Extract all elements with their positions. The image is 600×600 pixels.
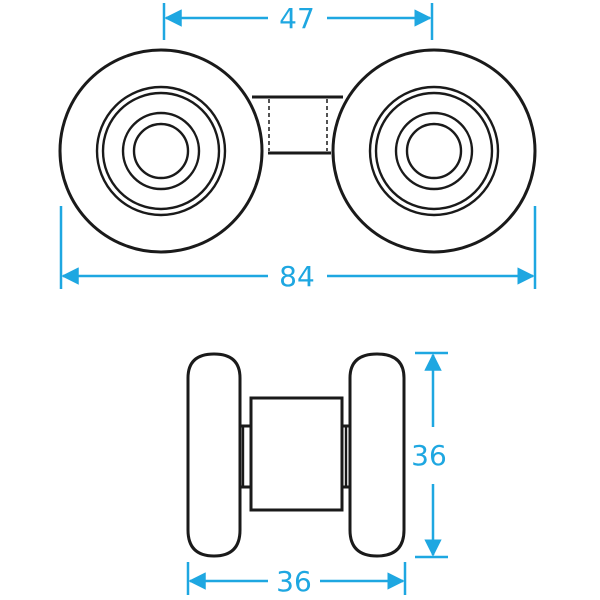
left-wheel-bearing-outer — [95, 85, 227, 217]
dimension-label-47: 47 — [279, 2, 315, 35]
dimension-height: 36 — [411, 351, 448, 559]
left-wheel-profile — [186, 352, 242, 558]
axle-bridge — [252, 95, 343, 155]
left-wheel-bearing-inner — [121, 111, 201, 191]
dimension-width: 36 — [186, 562, 407, 598]
side-view: 36 36 — [186, 351, 448, 598]
dimension-overall-width: 84 — [59, 206, 537, 293]
axle-stubs — [240, 424, 350, 489]
right-wheel-hub-bore — [405, 122, 463, 180]
front-view: 47 84 — [58, 2, 537, 293]
center-spacer — [249, 396, 344, 512]
dimension-label-width-36: 36 — [276, 565, 312, 598]
left-wheel-bearing-ring — [101, 91, 221, 211]
right-wheel — [331, 48, 537, 254]
left-wheel-outer-rim — [58, 48, 264, 254]
right-wheel-bearing-outer — [368, 85, 500, 217]
right-wheel-bearing-inner — [394, 111, 474, 191]
right-wheel-profile — [348, 352, 406, 558]
right-wheel-bearing-ring — [374, 91, 494, 211]
dimension-wheel-spacing: 47 — [162, 2, 434, 40]
dimension-label-84: 84 — [279, 260, 315, 293]
dimension-label-height-36: 36 — [411, 439, 447, 472]
left-wheel-hub-bore — [132, 122, 190, 180]
left-wheel — [58, 48, 264, 254]
right-wheel-outer-rim — [331, 48, 537, 254]
